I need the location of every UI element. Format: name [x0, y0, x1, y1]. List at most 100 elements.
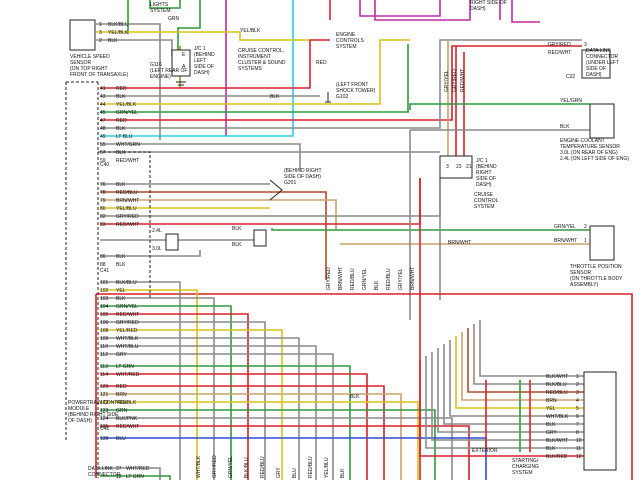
bottom-dlc-wire-12: LT GRN [126, 474, 144, 480]
pcm-c42-label: C42 [100, 426, 109, 432]
pcm-c40-wire-57: BLK [116, 150, 126, 156]
pcm-c42-wire-120: RED [116, 384, 127, 390]
tps-wire-2: GRN/YEL [554, 224, 576, 230]
tps-pin-2: 2 [584, 224, 587, 230]
right-conn-wire-4: BRN [546, 398, 557, 404]
wire-top-magenta-b [359, 0, 441, 17]
splice-right [253, 229, 267, 247]
vert-wire-label-3: GRN/YEL [362, 268, 368, 290]
wire-pcm44-yel [100, 39, 410, 105]
pcm-c42-wire-124: BLK/PNK [116, 416, 138, 422]
right-conn-pin-1: 1 [576, 374, 579, 380]
bottom-vert-label-8: YEL/BLU [324, 457, 330, 478]
wire-right-conn-12 [419, 360, 584, 457]
right-conn-wire-5: YEL [546, 406, 556, 412]
ground-g116 [176, 81, 186, 86]
right-conn-wire-11: BLK [546, 446, 556, 452]
pcm-c42-pin-123: 123 [100, 408, 109, 414]
wire-pcm79-brnwht [100, 199, 337, 230]
pcm-c42-wire-121: BRN [116, 392, 127, 398]
grn-top-label: GRN [168, 16, 180, 22]
pcm-c42-wire-102: YEL [116, 288, 126, 294]
wire-right-conn-11 [425, 356, 584, 449]
pcm-c42-wire-109: WHT/BLK [116, 336, 139, 342]
wire-c42-pin104 [100, 305, 232, 480]
pcm-c40-wire-45: GRN/YEL [116, 110, 138, 116]
wire-top-magenta-e [511, 0, 540, 23]
bottom-vert-label-0: WHT/BLK [196, 455, 202, 478]
red-label: RED [316, 60, 327, 66]
right-relay-connector-box [583, 371, 617, 471]
pcm-c41-pin-82: 82 [100, 214, 106, 220]
pcm-c41-wire-78: RED/BLU [116, 190, 138, 196]
pcm-c42-pin-120: 120 [100, 384, 109, 390]
vert-wire-label-2: RED/BLU [350, 268, 356, 290]
ect-wire-label-1: BLK [560, 124, 570, 130]
data-link-connector-box [581, 49, 611, 79]
vert-wire-label-5: RED/BLU [386, 268, 392, 290]
right-conn-pin-3: 3 [576, 390, 579, 396]
tps-wire-1: BRN/WHT [554, 238, 577, 244]
jc1-right-pin-3: 3 [446, 164, 449, 170]
pcm-c40-pin-43: 43 [100, 94, 106, 100]
pcm-c40-pin-48: 48 [100, 126, 106, 132]
pcm-c40-wire-49: LT BLU [116, 134, 133, 140]
wire-red-bus [96, 293, 633, 480]
pcm-c40-pin-41: 41 [100, 86, 106, 92]
wire-c42-pin120 [100, 385, 385, 480]
pcm-c40-pin-59: 59 [100, 158, 106, 164]
pcm-c42-wire-105: RED/WHT [116, 312, 139, 318]
data-link-c22-label: C22 [566, 74, 575, 80]
wire-c42-pin102 [100, 289, 198, 480]
ect-sensor-box [589, 103, 615, 139]
dlc-right-pin-7: 7 [584, 50, 587, 56]
vehicle-speed-sensor-box [69, 19, 96, 51]
wire-right-conn-5 [455, 336, 584, 409]
wire-right-conn-3 [467, 328, 584, 393]
pcm-c42-pin-114: 114 [100, 372, 108, 378]
pcm-c42-wire-104: GRN/YEL [116, 304, 138, 310]
ground-g102 [325, 92, 331, 103]
pcm-c42-wire-123: GRN [116, 408, 128, 414]
pcm-c41-label: C41 [100, 268, 109, 274]
pcm-c42-pin-122: 122 [100, 400, 109, 406]
jc1-right-pin-21: 21 [466, 164, 472, 170]
pcm-c40-wire-47: RED [116, 118, 127, 124]
wire-pcm47-red [100, 45, 582, 121]
pcm-c40-wire-59: RED/WHT [116, 158, 139, 164]
wire-pcm88-blk [100, 250, 201, 257]
wire-pcm83-redwht [100, 178, 421, 225]
vert-wire-label-0: GRY/RED [326, 267, 332, 290]
pcm-c41-wire-79: BRN/WHT [116, 198, 139, 204]
wire-right-conn-6 [449, 340, 584, 417]
pcm-c40-pin-47: 47 [100, 118, 106, 124]
pcm-c41-pin-83: 83 [100, 222, 106, 228]
vert-wire-label-4: BLK [374, 280, 380, 290]
pcm-c42-pin-102: 102 [100, 288, 109, 294]
wire-bottom-dlc-12 [100, 475, 171, 480]
pcm-c40-pin-55: 55 [100, 142, 106, 148]
pcm-c40-wire-43: BLK [116, 94, 126, 100]
right-conn-wire-2: BLK/BLU [546, 382, 567, 388]
right-conn-wire-12: BLK/RED [546, 454, 568, 460]
ect-wire-label-0: YEL/GRN [560, 98, 582, 104]
jc1-right-pin-23: 23 [456, 164, 462, 170]
right-conn-wire-1: BLK/WHT [546, 374, 568, 380]
pcm-c42-wire-106: GRY/RED [116, 320, 139, 326]
pcm-c42-wire-112: GRY [116, 352, 127, 358]
tps-pin-1: 1 [584, 238, 587, 244]
dlc-right-wire-3: GRY/RED [548, 42, 571, 48]
blk-g102-label: BLK [270, 94, 280, 100]
wire-c42-pin103 [100, 297, 215, 480]
pcm-c42-wire-122: YEL/BLK [116, 400, 137, 406]
right-conn-wire-10: BLK/WHT [546, 438, 568, 444]
pcm-c40-pin-49: 49 [100, 134, 106, 140]
bottom-dlc-pin-12: 12 [116, 474, 122, 480]
wire-pcm78-redblu [100, 191, 327, 280]
